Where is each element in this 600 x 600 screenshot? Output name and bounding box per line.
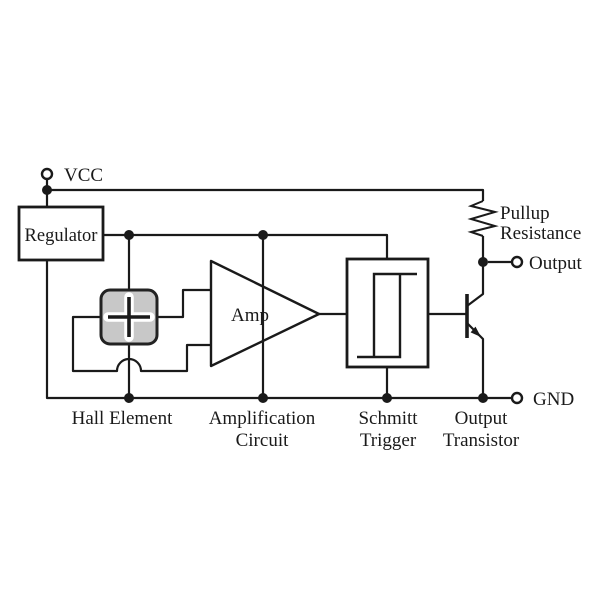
regulator-block: Regulator: [17, 205, 105, 262]
junction-dot-icon: [382, 393, 392, 403]
output-transistor-label-line2: Transistor: [443, 430, 520, 451]
pullup-label-line2: Resistance: [500, 223, 581, 244]
terminals: [40, 167, 524, 405]
wires: [45, 179, 511, 400]
labels: VCC Pullup Resistance Output GND Hall El…: [64, 165, 583, 451]
regulator-box: [17, 205, 105, 262]
junction-dot-icon: [258, 393, 268, 403]
hysteresis-icon: [357, 272, 417, 359]
emitter-arrow-icon: [470, 326, 481, 337]
hall-element-label: Hall Element: [72, 408, 173, 429]
junction-dot-icon: [478, 393, 488, 403]
hall-element-block: [99, 288, 159, 346]
pullup-resistor: [467, 200, 499, 237]
amplifier-block: Amp: [209, 235, 321, 398]
vcc-rail-wire: [47, 188, 485, 201]
gnd-terminal-icon: [510, 391, 524, 405]
ground-rail-wire: [45, 260, 511, 400]
transistor-collector-wire: [466, 262, 485, 307]
junction-dot-icon: [42, 185, 52, 195]
gnd-label: GND: [533, 389, 574, 410]
junction-dot-icon: [124, 393, 134, 403]
regulated-rail-wire: [103, 233, 389, 259]
output-transistor-label-line1: Output: [455, 408, 509, 429]
hall-left-to-amp-wire: [71, 315, 211, 373]
pullup-label-line1: Pullup: [500, 203, 550, 224]
hall-right-to-amp-wire: [157, 288, 211, 319]
output-terminal-icon: [510, 255, 524, 269]
vcc-terminal-icon: [40, 167, 54, 181]
plus-icon: [108, 297, 150, 337]
amp-triangle-icon: [209, 259, 321, 368]
schmitt-trigger-block: [345, 257, 430, 369]
resistor-zigzag-icon: [467, 200, 499, 237]
junction-dots: [42, 185, 488, 403]
junction-dot-icon: [478, 257, 488, 267]
vcc-label: VCC: [64, 165, 103, 186]
output-terminal-label: Output: [529, 253, 583, 274]
junction-dot-icon: [124, 230, 134, 240]
schmitt-trigger-box: [345, 257, 430, 369]
amplification-label-line2: Circuit: [236, 430, 289, 451]
amp-label: Amp: [231, 305, 269, 326]
junction-dot-icon: [258, 230, 268, 240]
transistor-emitter-wire: [466, 322, 485, 398]
output-transistor: [465, 262, 485, 398]
regulator-label: Regulator: [25, 226, 98, 246]
schmitt-label-line2: Trigger: [360, 430, 417, 451]
amplification-label-line1: Amplification: [209, 408, 316, 429]
schmitt-label-line1: Schmitt: [358, 408, 418, 429]
